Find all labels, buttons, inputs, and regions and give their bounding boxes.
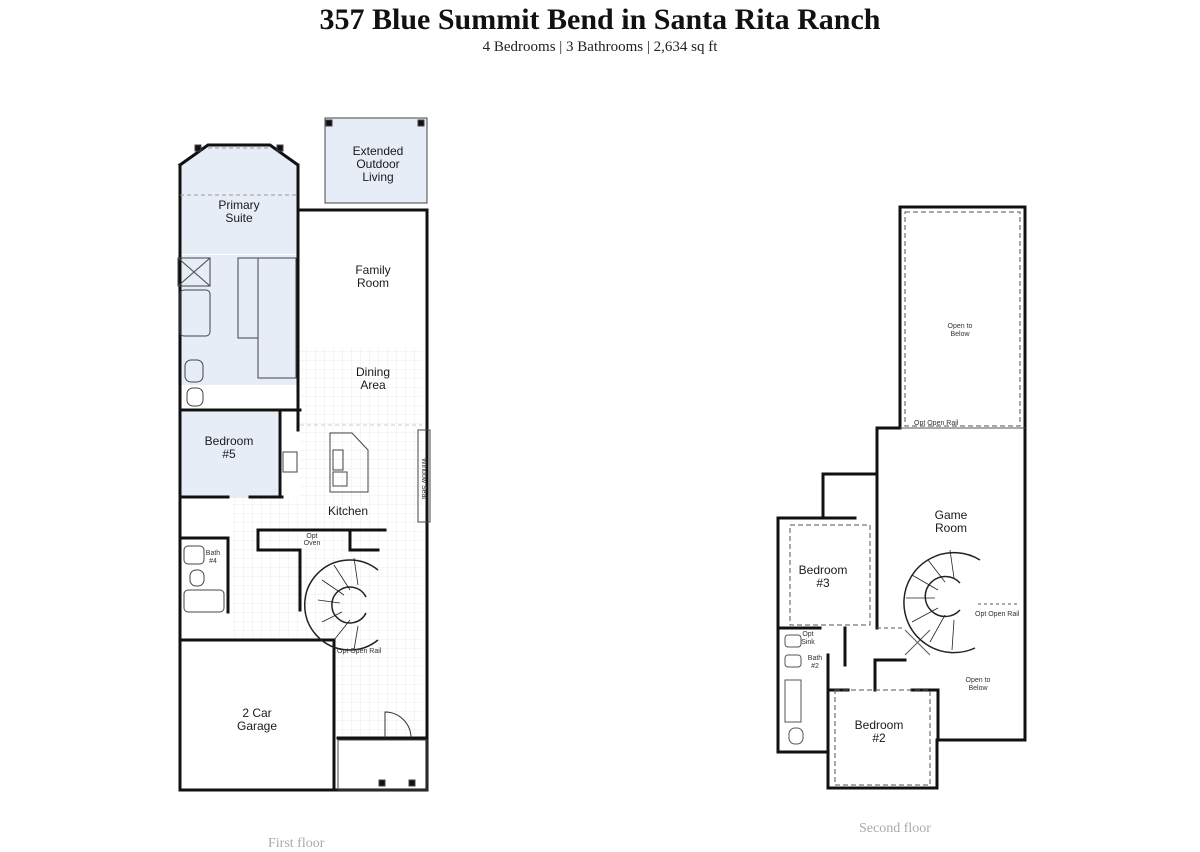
opt-sink-label-2: Sink [801,639,815,646]
open-below-b-label-2: Below [968,685,988,692]
second-floor-spiral-stair [903,549,1020,654]
second-floor-drawing: Open to Below Opt Open Rail Game Room Be… [776,205,1027,790]
second-floor-walls [776,205,1027,790]
dining-area-label-2: Area [360,378,386,392]
bedroom5-highlight [180,412,278,498]
opt-oven-label-1: Opt [306,533,317,540]
second-floor-details [784,211,1025,786]
family-room-label-2: Room [357,276,389,290]
bedroom5-label-2: #5 [222,447,236,461]
open-below-label-2: Below [950,331,970,338]
opt-open-rail-top-label: Opt Open Rail [914,420,959,427]
first-floor-drawing: Extended Outdoor Living Primary Suite Fa… [177,117,431,792]
second-floor-caption: Second floor [859,821,931,836]
extended-outdoor-label-1: Extended [353,144,404,158]
primary-suite-label-2: Suite [225,211,253,225]
bath2-label-2: #2 [811,663,819,670]
opt-sink-label-1: Opt [802,631,813,638]
second-floor-plan: Open to Below Opt Open Rail Game Room Be… [770,200,1035,800]
bedroom2-label-1: Bedroom [855,718,904,732]
open-below-b-label-1: Open to [966,677,991,684]
first-floor-caption: First floor [268,836,325,851]
tile-floor [232,348,422,738]
first-floor-details [177,117,431,791]
garage-label-1: 2 Car [242,706,271,720]
first-floor-walls [177,143,429,792]
extended-outdoor-label-3: Living [362,170,393,184]
open-below-label-1: Open to [948,323,973,330]
page-title: 357 Blue Summit Bend in Santa Rita Ranch [319,3,881,36]
bath4-label-2: #4 [209,558,217,565]
page-subtitle: 4 Bedrooms | 3 Bathrooms | 2,634 sq ft [482,39,718,55]
window-seat-label: Window Seat [420,458,427,499]
header: 357 Blue Summit Bend in Santa Rita Ranch… [0,0,1200,56]
first-floor-plan: Extended Outdoor Living Primary Suite Fa… [170,110,440,800]
bath4-label-1: Bath [206,550,221,557]
family-room-label-1: Family [355,263,390,277]
game-room-label-1: Game [935,508,968,522]
bath2-label-1: Bath [808,655,823,662]
bedroom5-label-1: Bedroom [205,434,254,448]
opt-open-rail-side-label: Opt Open Rail [975,611,1020,618]
extended-outdoor-highlight [325,118,427,203]
primary-suite-label-1: Primary [218,198,259,212]
bedroom3-label-2: #3 [816,576,830,590]
opt-oven-label-2: Oven [304,540,321,547]
first-floor-spiral-stair [304,557,379,651]
game-room-label-2: Room [935,521,967,535]
dining-area-label-1: Dining [356,365,390,379]
opt-open-rail-label: Opt Open Rail [337,648,382,655]
garage-label-2: Garage [237,719,277,733]
extended-outdoor-label-2: Outdoor [356,157,399,171]
bedroom2-label-2: #2 [872,731,886,745]
kitchen-label: Kitchen [328,504,368,518]
bedroom3-label-1: Bedroom [799,563,848,577]
